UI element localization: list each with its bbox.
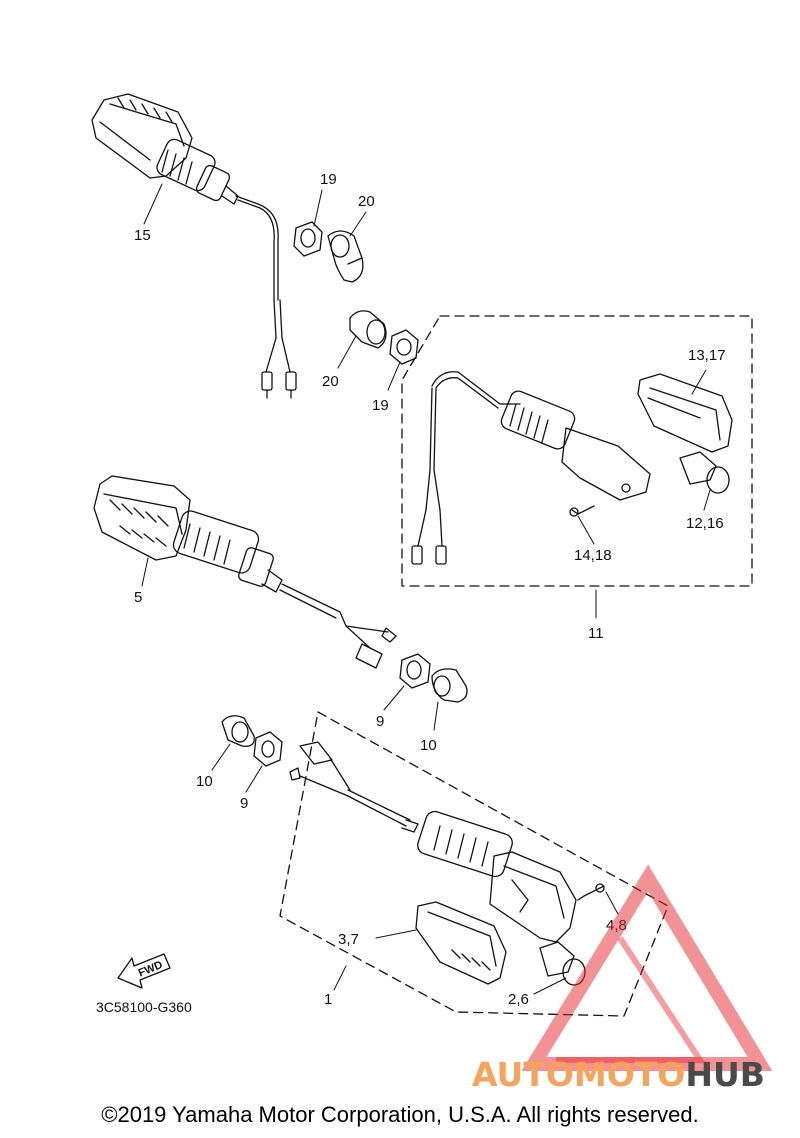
callout-9-lower: 9 xyxy=(240,795,248,812)
callout-19-upper: 19 xyxy=(320,171,337,188)
fwd-arrow-icon xyxy=(117,953,171,989)
svg-text:AUTOMOTOHUB: AUTOMOTOHUB xyxy=(472,1055,765,1094)
callout-13-17: 13,17 xyxy=(688,347,726,364)
lens-13-17 xyxy=(637,373,733,453)
grommet-20-upper xyxy=(327,230,364,283)
assembly-box-11 xyxy=(401,315,753,587)
bulb-12-16 xyxy=(679,451,730,494)
assembly-box-1 xyxy=(279,711,669,1017)
callout-1: 1 xyxy=(324,991,332,1008)
callout-3-7: 3,7 xyxy=(338,931,359,948)
callout-11: 11 xyxy=(588,625,604,642)
grommet-20-middle xyxy=(349,310,387,349)
callout-10-middle: 10 xyxy=(420,737,437,754)
turn-signal-11 xyxy=(411,371,651,565)
nut-9-middle xyxy=(399,653,431,689)
callout-2-6: 2,6 xyxy=(508,991,529,1008)
callout-14-18: 14,18 xyxy=(574,547,612,564)
automotohub-watermark-logo: AUTOMOTOHUB xyxy=(472,864,773,1094)
lens-3-7 xyxy=(415,901,507,985)
turn-signal-5 xyxy=(93,475,397,669)
screw-14-18 xyxy=(569,505,595,517)
nut-9-lower xyxy=(253,731,283,767)
turn-signal-1 xyxy=(289,741,577,943)
callout-19-middle: 19 xyxy=(372,397,389,414)
watermark-hub: HUB xyxy=(685,1055,765,1094)
parts-diagram: 15 19 20 20 19 13,17 12,16 14,18 11 5 9 … xyxy=(91,93,773,1094)
nut-19-middle xyxy=(389,329,419,365)
grommet-10-lower xyxy=(221,715,255,747)
leader-lines xyxy=(141,183,711,995)
callout-9-middle: 9 xyxy=(376,713,384,730)
callout-15: 15 xyxy=(134,227,151,244)
nut-19-upper xyxy=(293,221,323,257)
watermark-automoto: AUTOMOTO xyxy=(472,1055,685,1094)
turn-signal-15 xyxy=(91,93,297,399)
drawing-code: 3C58100-G360 xyxy=(96,999,192,1015)
callout-5: 5 xyxy=(134,589,142,606)
callout-10-lower: 10 xyxy=(196,773,213,790)
callout-20-upper: 20 xyxy=(358,193,375,210)
callout-20-middle: 20 xyxy=(322,373,339,390)
copyright-notice: ©2019 Yamaha Motor Corporation, U.S.A. A… xyxy=(101,1102,699,1127)
callout-12-16: 12,16 xyxy=(686,515,724,532)
screw-4-8 xyxy=(577,883,605,901)
grommet-10-middle xyxy=(431,668,468,703)
